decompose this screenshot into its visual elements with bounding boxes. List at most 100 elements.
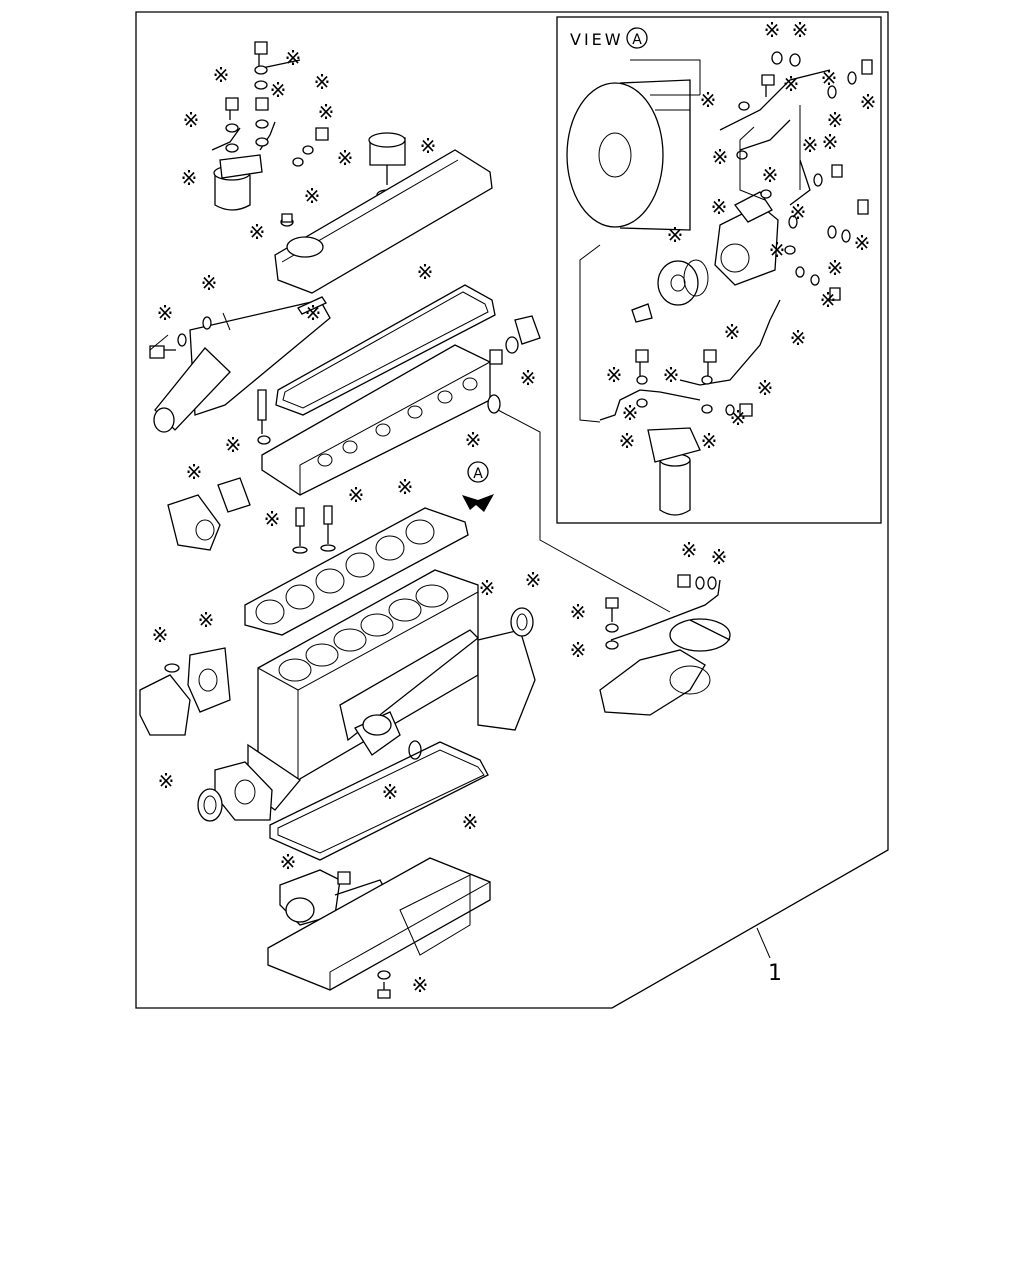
kit-marker: ※ xyxy=(198,608,215,632)
pump-drive-gear xyxy=(657,259,709,306)
kit-marker: ※ xyxy=(462,810,479,834)
kit-marker: ※ xyxy=(158,769,175,793)
kit-marker: ※ xyxy=(622,401,639,425)
kit-marker: ※ xyxy=(790,200,807,224)
kit-marker: ※ xyxy=(712,145,729,169)
kit-marker: ※ xyxy=(730,406,747,430)
kit-marker: ※ xyxy=(681,538,698,562)
kit-marker: ※ xyxy=(479,576,496,600)
kit-marker: ※ xyxy=(701,429,718,453)
kit-marker: ※ xyxy=(520,366,537,390)
oil-pipe-right xyxy=(605,574,721,650)
oil-filter xyxy=(213,154,263,211)
kit-marker: ※ xyxy=(790,326,807,350)
kit-marker: ※ xyxy=(821,66,838,90)
oil-cooler xyxy=(354,711,422,760)
view-a-marker: A xyxy=(632,32,642,48)
view-a-leader xyxy=(497,409,671,613)
kit-marker: ※ xyxy=(285,46,302,70)
callout-leader-1 xyxy=(756,927,771,959)
view-a-direction-marker: A xyxy=(462,461,494,512)
filter-hardware xyxy=(225,41,329,167)
valves xyxy=(292,505,336,554)
front-oil-seal xyxy=(197,788,223,822)
kit-marker: ※ xyxy=(314,70,331,94)
kit-marker: ※ xyxy=(382,780,399,804)
kit-marker: ※ xyxy=(802,133,819,157)
side-cover-gasket xyxy=(339,629,479,742)
kit-marker: ※ xyxy=(525,568,542,592)
kit-marker: ※ xyxy=(305,301,322,325)
cylinder-head xyxy=(261,344,491,496)
kit-marker: ※ xyxy=(186,460,203,484)
kit-marker: ※ xyxy=(157,301,174,325)
kit-marker: ※ xyxy=(570,638,587,662)
rear-oil-seal xyxy=(510,607,534,637)
kit-marker: ※ xyxy=(304,184,321,208)
view-a-circle xyxy=(626,27,648,49)
flywheel xyxy=(566,59,701,231)
kit-marker: ※ xyxy=(762,163,779,187)
direction-marker-letter: A xyxy=(473,466,483,482)
rocker-cover xyxy=(274,149,493,294)
kit-marker: ※ xyxy=(783,72,800,96)
kit-marker: ※ xyxy=(348,483,365,507)
kit-marker: ※ xyxy=(318,100,335,124)
kit-marker: ※ xyxy=(769,238,786,262)
view-a-frame xyxy=(556,16,882,524)
turbocharger xyxy=(599,618,731,716)
kit-marker: ※ xyxy=(854,231,871,255)
kit-marker: ※ xyxy=(764,18,781,42)
kit-marker: ※ xyxy=(820,288,837,312)
outlet-gasket xyxy=(217,477,251,513)
kit-marker: ※ xyxy=(724,320,741,344)
kit-marker: ※ xyxy=(264,507,281,531)
rocker-cover-gasket xyxy=(275,284,496,416)
view-a-label: VIEW xyxy=(570,30,624,49)
fuel-injection-pump xyxy=(714,191,779,286)
kit-marker: ※ xyxy=(711,195,728,219)
head-gasket xyxy=(244,507,469,636)
kit-marker: ※ xyxy=(700,88,717,112)
kit-marker: ※ xyxy=(181,166,198,190)
kit-marker: ※ xyxy=(225,433,242,457)
kit-markers: ※ ※ ※ ※ ※ ※ ※ ※ ※ ※ ※ ※ ※ ※ ※ ※ ※ ※ ※ ※ ※ ※ ※ ※ ※ ※ ※ ※ ※ ※ ※ ※ ※ ※ ※ ※ ※ ※ ※ ※… xyxy=(152,18,877,997)
callout-number-1: 1 xyxy=(768,961,782,986)
kit-marker: ※ xyxy=(860,90,877,114)
kit-marker: ※ xyxy=(152,623,169,647)
kit-marker: ※ xyxy=(711,545,728,569)
drain-plug xyxy=(377,970,391,999)
kit-marker: ※ xyxy=(397,475,414,499)
injector xyxy=(257,389,271,445)
water-pump xyxy=(139,647,231,736)
kit-marker: ※ xyxy=(606,363,623,387)
kit-marker: ※ xyxy=(417,260,434,284)
kit-marker: ※ xyxy=(465,428,482,452)
water-outlet xyxy=(167,494,221,551)
bolt-left xyxy=(149,316,212,359)
engine-block xyxy=(247,569,536,811)
kit-marker: ※ xyxy=(822,130,839,154)
kit-marker: ※ xyxy=(570,600,587,624)
kit-marker: ※ xyxy=(270,78,287,102)
kit-marker: ※ xyxy=(249,220,266,244)
kit-marker: ※ xyxy=(213,63,230,87)
inset-pipe-leader xyxy=(579,244,601,423)
kit-marker: ※ xyxy=(827,108,844,132)
kit-marker: ※ xyxy=(757,376,774,400)
kit-marker: ※ xyxy=(183,108,200,132)
kit-marker: ※ xyxy=(619,429,636,453)
fuel-filter xyxy=(647,427,701,516)
kit-marker: ※ xyxy=(420,134,437,158)
kit-marker: ※ xyxy=(337,146,354,170)
view-a-inset: VIEW A xyxy=(556,16,882,524)
kit-marker: ※ xyxy=(412,973,429,997)
fuel-pipe xyxy=(719,69,831,131)
kit-marker: ※ xyxy=(663,363,680,387)
thermostat-housing xyxy=(153,299,331,433)
kit-marker: ※ xyxy=(667,223,684,247)
kit-marker: ※ xyxy=(280,850,297,874)
oil-pan xyxy=(267,857,491,991)
oil-pan-gasket xyxy=(269,741,489,861)
